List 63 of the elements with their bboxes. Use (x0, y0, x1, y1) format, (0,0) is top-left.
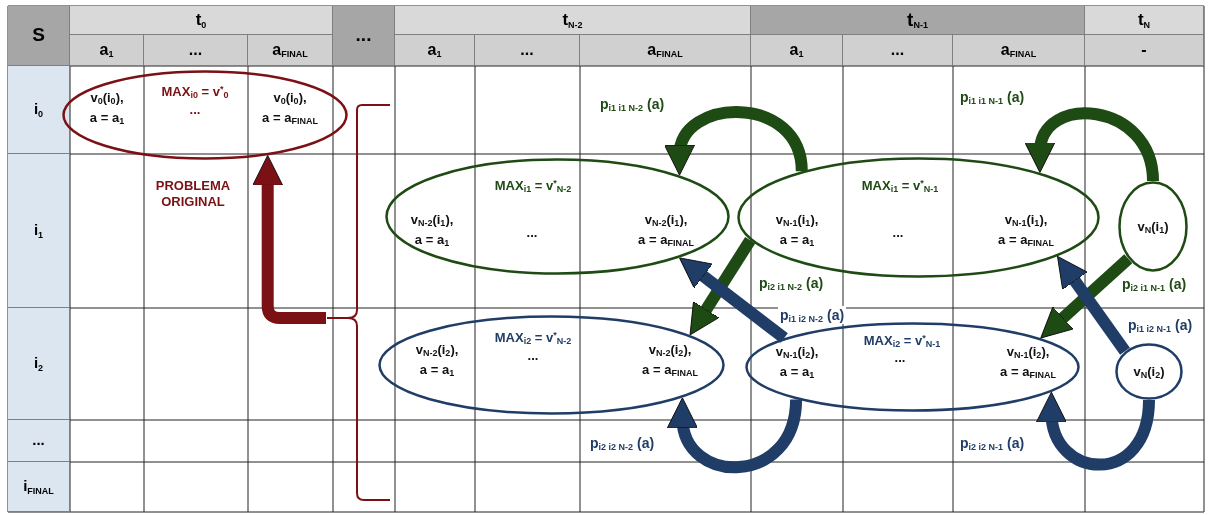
block-arrow (1037, 391, 1155, 471)
block-arrow (1040, 254, 1133, 339)
edge-label: p$_{i1 i1 N-1}$ (a) (958, 88, 1027, 106)
row-header: i$_{2}$ (8, 308, 70, 420)
header-cell: S (8, 6, 70, 66)
block-arrow (679, 257, 788, 343)
edge-label: p$_{i1 i2 N-2}$ (a) (778, 306, 847, 324)
row-header: i$_{1}$ (8, 154, 70, 308)
formula-text: v$_{N-2}$(i$_{2}$), a = a$_{1}$ (414, 341, 460, 380)
oval-outline (1118, 181, 1188, 272)
oval-outline (385, 158, 730, 275)
formula-text: v$_{N-1}$(i$_{2}$), a = a$_{1}$ (774, 343, 820, 382)
edge-label: p$_{i2 i1 N-1}$ (a) (1120, 275, 1189, 293)
block-arrow (252, 154, 326, 324)
oval-outline (1115, 343, 1183, 400)
block-arrow (668, 397, 803, 474)
header-cell: ... (333, 6, 395, 66)
header-cell: ... (475, 35, 580, 66)
formula-text: ... (893, 349, 907, 367)
block-arrow (1057, 255, 1130, 355)
formula-text: v$_{N-2}$(i$_{2}$), a = a$_{FINAL}$ (641, 341, 699, 380)
edge-label: p$_{i1 i1 N-2}$ (a) (598, 95, 667, 113)
formula-text: v$_{0}$(i$_{0}$), a = a$_{FINAL}$ (261, 89, 319, 128)
edge-label: p$_{i2 i2 N-1}$ (a) (958, 434, 1027, 452)
edge-label: p$_{i1 i2 N-1}$ (a) (1126, 316, 1195, 334)
formula-text: v$_{0}$(i$_{0}$), a = a$_{1}$ (88, 89, 126, 128)
oval-outline (62, 70, 348, 160)
header-cell: t$_{N-2}$ (395, 6, 751, 35)
block-arrow (666, 106, 808, 176)
formula-text: v$_{N-2}$(i$_{1}$), a = a$_{1}$ (409, 211, 455, 250)
header-cell: a$_{FINAL}$ (248, 35, 333, 66)
header-cell: t$_{N-1}$ (751, 6, 1085, 35)
formula-text: v$_{N-2}$(i$_{1}$), a = a$_{FINAL}$ (637, 211, 695, 250)
header-cell: - (1085, 35, 1204, 66)
header-cell: ... (144, 35, 248, 66)
formula-text: v$_{N-1}$(i$_{2}$), a = a$_{FINAL}$ (999, 343, 1057, 382)
formula-text: ... (525, 224, 539, 242)
block-arrow (1026, 107, 1159, 182)
header-cell: a$_{1}$ (70, 35, 144, 66)
row-header: i$_{FINAL}$ (8, 462, 70, 512)
formula-text: v$_{N-1}$(i$_{1}$), a = a$_{FINAL}$ (997, 211, 1055, 250)
edge-label: p$_{i2 i2 N-2}$ (a) (588, 434, 657, 452)
header-cell: a$_{1}$ (395, 35, 475, 66)
header-cell: a$_{FINAL}$ (580, 35, 751, 66)
header-cell: t$_{0}$ (70, 6, 333, 35)
header-cell: ... (843, 35, 953, 66)
oval-outline (745, 322, 1080, 412)
oval-outline (737, 157, 1100, 278)
formula-text: v$_{N}$(i$_{1}$) (1136, 218, 1170, 237)
formula-text: ... (188, 101, 202, 119)
block-arrow (689, 237, 756, 336)
header-cell: a$_{1}$ (751, 35, 843, 66)
note-text: PROBLEMA ORIGINAL (154, 178, 232, 212)
edge-label: p$_{i2 i1 N-2}$ (a) (757, 274, 826, 292)
formula-text: v$_{N-1}$(i$_{1}$), a = a$_{1}$ (774, 211, 820, 250)
row-header: i$_{0}$ (8, 66, 70, 154)
formula-text: v$_{N}$(i$_{2}$) (1132, 363, 1166, 382)
header-cell: a$_{FINAL}$ (953, 35, 1085, 66)
row-header: ... (8, 420, 70, 462)
formula-text: ... (891, 224, 905, 242)
formula-text: ... (526, 347, 540, 365)
header-cell: t$_{N}$ (1085, 6, 1204, 35)
oval-outline (378, 315, 725, 415)
